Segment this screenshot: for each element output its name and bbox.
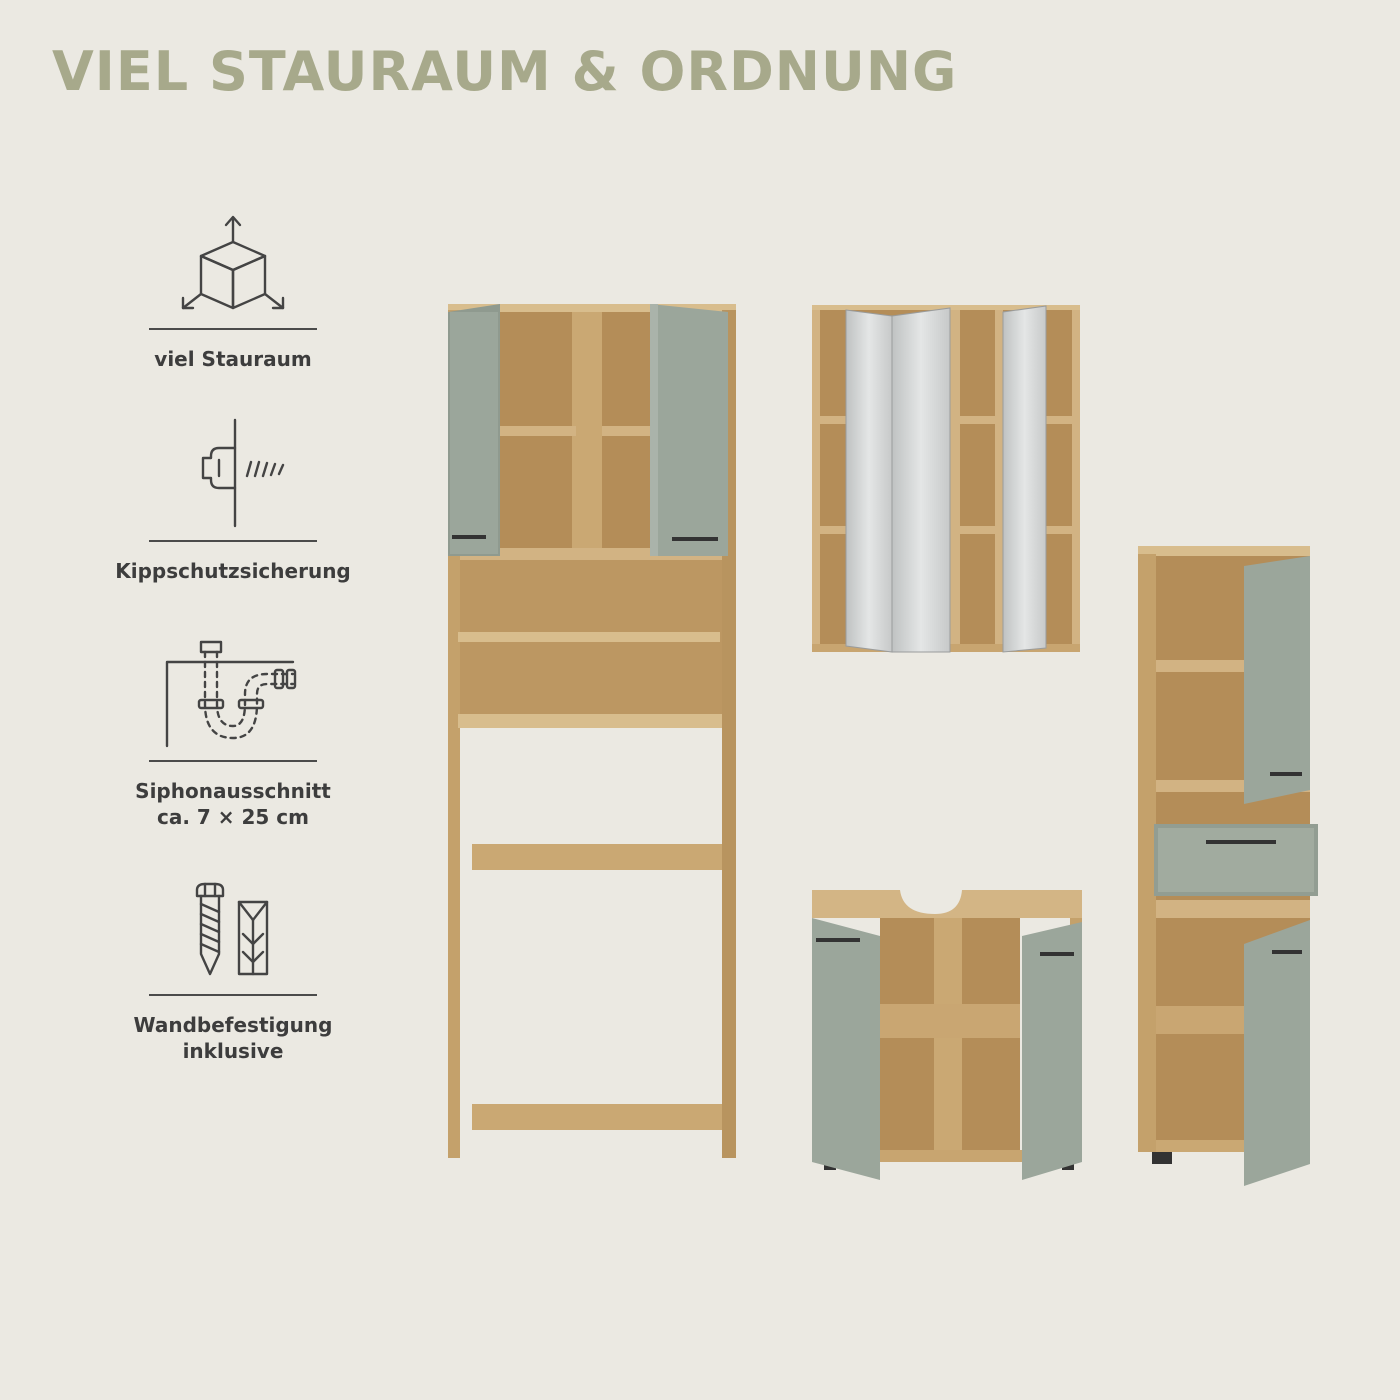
vanity-cabinet: [812, 890, 1082, 1180]
feature-label-line2: inklusive: [182, 1039, 284, 1063]
feature-label-line2: ca. 7 × 25 cm: [156, 805, 309, 829]
divider: [149, 328, 317, 330]
page-title: VIEL STAURAUM & ORDNUNG: [52, 40, 958, 103]
divider: [149, 994, 317, 996]
feature-storage: viel Stauraum: [100, 210, 366, 372]
wall-mount-icon: [195, 882, 269, 976]
anti-tip-screw-icon: [201, 418, 285, 528]
divider: [149, 760, 317, 762]
mirror-cabinet: [812, 305, 1080, 653]
storage-cube-icon: [181, 215, 285, 310]
feature-label: viel Stauraum: [154, 347, 312, 371]
feature-label: Kippschutzsicherung: [115, 559, 351, 583]
feature-siphon: Siphonausschnitt ca. 7 × 25 cm: [100, 638, 366, 830]
feature-label-line1: Siphonausschnitt: [135, 779, 331, 803]
feature-wall-mount: Wandbefestigung inklusive: [100, 880, 366, 1064]
feature-label: Siphonausschnitt ca. 7 × 25 cm: [100, 778, 366, 830]
feature-label-line1: Wandbefestigung: [133, 1013, 333, 1037]
feature-anti-tip: Kippschutzsicherung: [100, 418, 366, 584]
siphon-icon: [165, 640, 297, 748]
tall-side-cabinet: [1138, 546, 1318, 1186]
overtoilet-shelf-cabinet: [448, 304, 736, 1158]
feature-label: Wandbefestigung inklusive: [100, 1012, 366, 1064]
divider: [149, 540, 317, 542]
